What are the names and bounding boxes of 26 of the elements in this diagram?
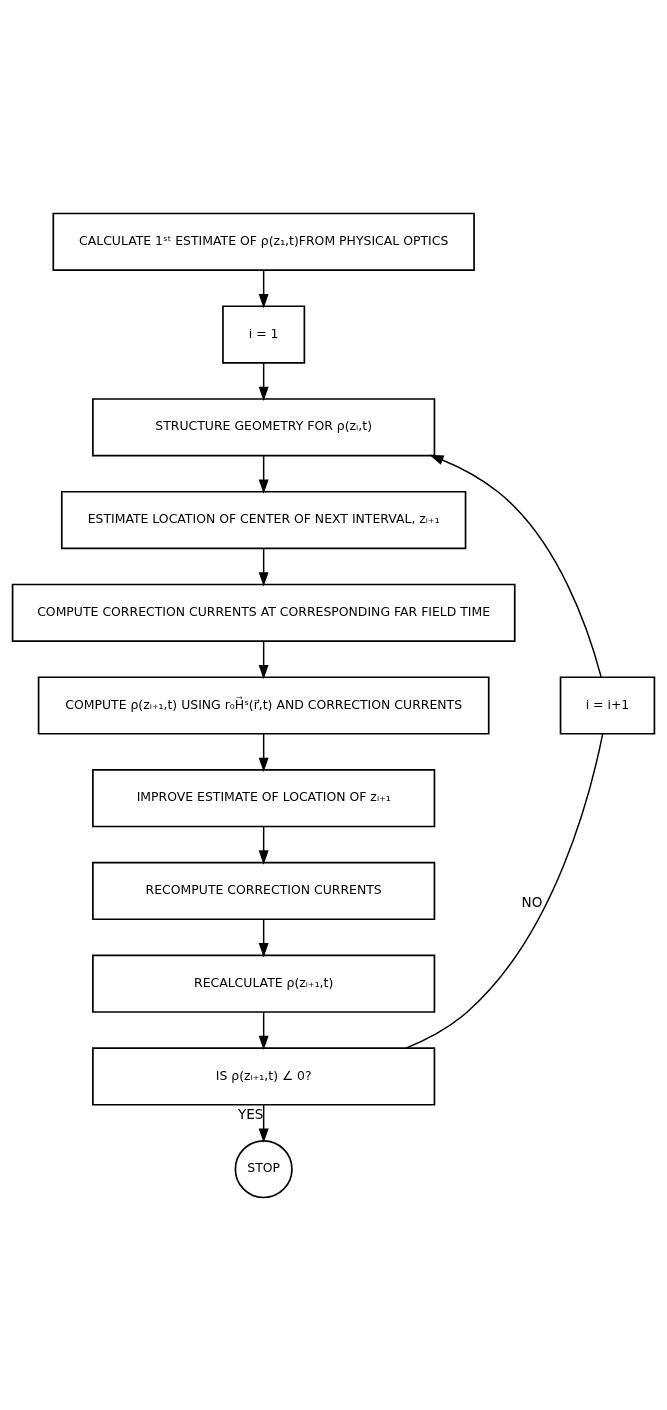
node-box: COMPUTE ρ(zᵢ₊₁,t) USING r₀H⃗ˢ(r⃗,t) AND CORRECTION CURRENTS — [37, 675, 490, 735]
arrow — [258, 825, 269, 865]
node-box: i = 1 — [222, 304, 306, 364]
arrow — [258, 639, 269, 679]
arrow — [258, 547, 269, 586]
edge-label: NO — [521, 893, 543, 910]
node-box: IS ρ(zᵢ₊₁,t) ∠ 0? — [92, 1046, 436, 1106]
arrow — [258, 1103, 269, 1143]
node-box: ESTIMATE LOCATION OF CENTER OF NEXT INTERVAL, zᵢ₊₁ — [60, 490, 467, 549]
node-box: RECOMPUTE CORRECTION CURRENTS — [92, 861, 436, 920]
arrow — [258, 918, 269, 957]
node-box: i = i+1 — [559, 675, 656, 735]
edge-label: YES — [237, 1105, 264, 1122]
node-box: STRUCTURE GEOMETRY FOR ρ(zᵢ,t) — [92, 397, 436, 456]
node-box: CALCULATE 1ˢᵗ ESTIMATE OF ρ(z₁,t)FROM PHYSICAL OPTICS — [52, 212, 475, 271]
arrow — [429, 454, 602, 678]
node-circle: STOP — [234, 1139, 293, 1198]
node-box: RECALCULATE ρ(zᵢ₊₁,t) — [92, 954, 436, 1013]
arrow — [258, 268, 269, 308]
node-box: COMPUTE CORRECTION CURRENTS AT CORRESPONDING FAR FIELD TIME — [11, 583, 516, 642]
arrow — [258, 1010, 269, 1050]
connector — [405, 732, 604, 1049]
arrow — [258, 732, 269, 772]
arrow — [258, 454, 269, 494]
arrow — [258, 361, 269, 401]
node-box: IMPROVE ESTIMATE OF LOCATION OF zᵢ₊₁ — [92, 768, 436, 827]
